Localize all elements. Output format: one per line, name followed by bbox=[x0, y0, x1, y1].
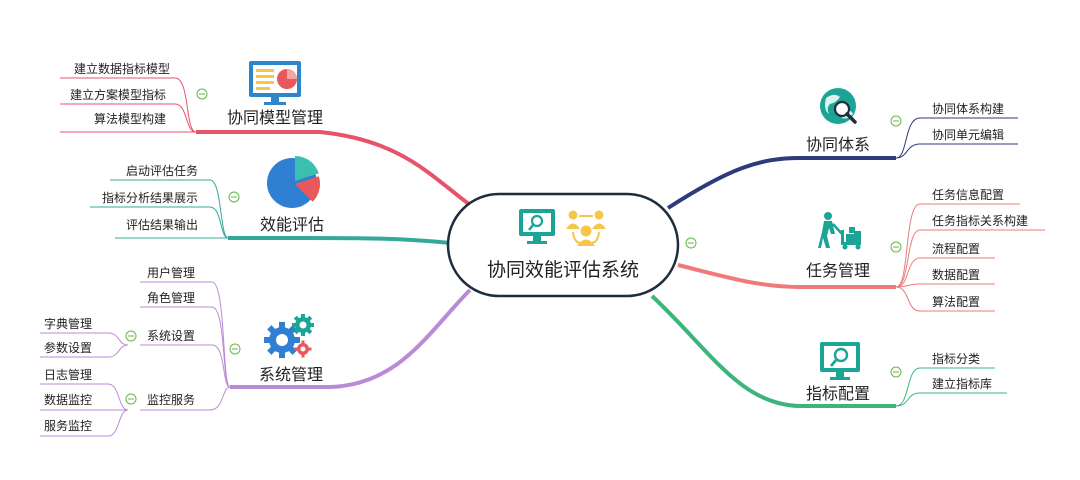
branch-task[interactable]: 任务管理 bbox=[806, 212, 870, 280]
team-network-icon bbox=[566, 210, 606, 246]
pie-chart-icon bbox=[267, 156, 321, 208]
center-node-frame bbox=[446, 192, 680, 298]
branch-model-title: 协同模型管理 bbox=[227, 108, 323, 127]
branch-sys[interactable]: 系统管理 bbox=[259, 314, 323, 384]
branch-sys-collapse-toggle[interactable] bbox=[229, 343, 241, 355]
branch-collab[interactable]: 协同体系 bbox=[806, 88, 870, 154]
branch-collab-title: 协同体系 bbox=[806, 135, 870, 154]
branch-index-leaves bbox=[895, 367, 1007, 407]
monitor-leaf-1[interactable]: 日志管理 bbox=[44, 367, 92, 382]
worker-cart-icon bbox=[818, 212, 861, 250]
task-leaf-2[interactable]: 任务指标关系构建 bbox=[932, 213, 1028, 228]
branch-eval[interactable]: 效能评估 bbox=[260, 156, 324, 234]
branch-sys-leaves bbox=[40, 281, 231, 437]
branch-index[interactable]: 指标配置 bbox=[806, 342, 870, 403]
connector-sys bbox=[230, 288, 472, 389]
branch-collab-collapse-toggle[interactable] bbox=[890, 115, 902, 127]
center-collapse-toggle[interactable] bbox=[685, 237, 697, 249]
sys-settings-label[interactable]: 系统设置 bbox=[147, 329, 195, 343]
branch-eval-title: 效能评估 bbox=[260, 215, 324, 234]
index-leaf-2[interactable]: 建立指标库 bbox=[932, 376, 992, 391]
monitor-leaf-3[interactable]: 服务监控 bbox=[44, 418, 92, 433]
sys-leaf-1[interactable]: 用户管理 bbox=[147, 265, 195, 280]
branch-model-leaves bbox=[60, 77, 197, 133]
monitor-search-icon bbox=[820, 342, 860, 380]
branch-task-leaves bbox=[895, 203, 1045, 312]
eval-leaf-2[interactable]: 指标分析结果展示 bbox=[102, 190, 198, 205]
settings-leaf-1[interactable]: 字典管理 bbox=[44, 316, 92, 331]
globe-search-icon bbox=[820, 88, 857, 124]
connector-index bbox=[650, 294, 896, 408]
branch-task-title: 任务管理 bbox=[806, 261, 870, 280]
branch-index-collapse-toggle[interactable] bbox=[890, 366, 902, 378]
center-node[interactable]: 协同效能评估系统 bbox=[446, 192, 680, 298]
sys-leaf-2[interactable]: 角色管理 bbox=[147, 290, 195, 305]
center-title: 协同效能评估系统 bbox=[487, 259, 639, 281]
monitor-search-icon bbox=[519, 209, 555, 244]
connector-eval bbox=[228, 236, 451, 245]
monitor-chart-icon bbox=[249, 61, 301, 105]
task-leaf-5[interactable]: 算法配置 bbox=[932, 294, 980, 309]
model-leaf-3[interactable]: 算法模型构建 bbox=[94, 111, 166, 126]
branch-model[interactable]: 协同模型管理 bbox=[227, 61, 323, 127]
gears-icon bbox=[264, 314, 314, 358]
collab-leaf-1[interactable]: 协同体系构建 bbox=[932, 101, 1004, 116]
branch-model-collapse-toggle[interactable] bbox=[196, 88, 208, 100]
connector-task bbox=[677, 263, 896, 289]
task-leaf-4[interactable]: 数据配置 bbox=[932, 267, 980, 282]
connector-model bbox=[196, 130, 472, 207]
model-leaf-2[interactable]: 建立方案模型指标 bbox=[70, 87, 166, 102]
branch-sys-title: 系统管理 bbox=[259, 365, 323, 384]
connector-collab bbox=[666, 156, 896, 210]
task-leaf-3[interactable]: 流程配置 bbox=[932, 241, 980, 256]
index-leaf-1[interactable]: 指标分类 bbox=[932, 351, 980, 366]
branch-task-collapse-toggle[interactable] bbox=[890, 241, 902, 253]
branch-eval-collapse-toggle[interactable] bbox=[228, 191, 240, 203]
collab-leaf-2[interactable]: 协同单元编辑 bbox=[932, 127, 1004, 142]
branch-collab-leaves bbox=[895, 117, 1018, 159]
monitor-leaf-2[interactable]: 数据监控 bbox=[44, 392, 92, 407]
branch-eval-leaves bbox=[90, 179, 229, 239]
settings-leaf-2[interactable]: 参数设置 bbox=[44, 340, 92, 355]
model-leaf-1[interactable]: 建立数据指标模型 bbox=[74, 61, 170, 76]
task-leaf-1[interactable]: 任务信息配置 bbox=[932, 187, 1004, 202]
branch-index-title: 指标配置 bbox=[806, 384, 870, 403]
sys-settings-collapse-toggle[interactable] bbox=[125, 330, 137, 342]
eval-leaf-1[interactable]: 启动评估任务 bbox=[126, 163, 198, 178]
sys-monitor-collapse-toggle[interactable] bbox=[125, 393, 137, 405]
sys-monitor-label[interactable]: 监控服务 bbox=[147, 392, 195, 407]
eval-leaf-3[interactable]: 评估结果输出 bbox=[126, 217, 198, 232]
